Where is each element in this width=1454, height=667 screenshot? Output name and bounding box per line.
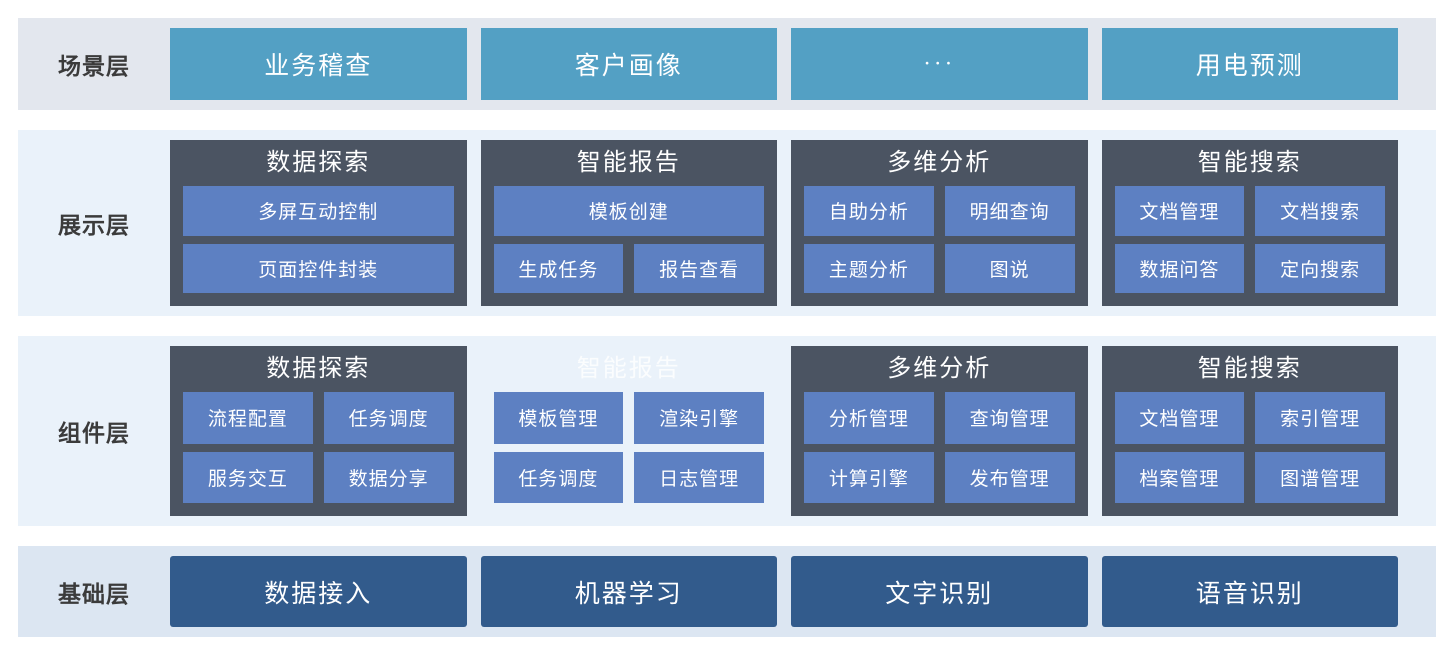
card-title: 数据探索 bbox=[266, 150, 371, 176]
chip-line: 服务交互 数据分享 bbox=[183, 451, 454, 503]
chip-grid: 分析管理 查询管理 计算引擎 发布管理 bbox=[804, 392, 1075, 503]
chip-line: 文档管理 索引管理 bbox=[1114, 392, 1385, 444]
chip-item[interactable]: 模板创建 bbox=[493, 186, 764, 236]
chip-item[interactable]: 多屏互动控制 bbox=[183, 186, 454, 236]
card-title: 智能搜索 bbox=[1197, 150, 1302, 176]
layer-row-component: 组件层 数据探索 流程配置 任务调度 服务交互 数据分享 智能报告 bbox=[18, 336, 1436, 526]
layer-row-scene: 场景层 业务稽查 客户画像 ··· 用电预测 bbox=[18, 18, 1436, 110]
chip-item[interactable]: 文档管理 bbox=[1114, 186, 1245, 236]
component-card-group: 数据探索 流程配置 任务调度 服务交互 数据分享 智能报告 模板管理 bbox=[170, 336, 1436, 526]
chip-grid: 多屏互动控制 页面控件封装 bbox=[183, 186, 454, 293]
chip-item[interactable]: 数据分享 bbox=[323, 451, 454, 503]
component-card-multidim-analysis[interactable]: 多维分析 分析管理 查询管理 计算引擎 发布管理 bbox=[791, 346, 1088, 516]
chip-line: 自助分析 明细查询 bbox=[804, 186, 1075, 236]
base-tile-3[interactable]: 语音识别 bbox=[1101, 556, 1398, 627]
chip-item[interactable]: 渲染引擎 bbox=[634, 392, 764, 444]
chip-grid: 流程配置 任务调度 服务交互 数据分享 bbox=[183, 392, 454, 503]
presentation-card-data-exploration[interactable]: 数据探索 多屏互动控制 页面控件封装 bbox=[170, 140, 467, 306]
chip-line: 计算引擎 发布管理 bbox=[804, 451, 1075, 503]
chip-item[interactable]: 生成任务 bbox=[493, 243, 624, 293]
chip-item[interactable]: 流程配置 bbox=[183, 392, 313, 444]
card-title: 智能搜索 bbox=[1197, 356, 1302, 382]
chip-item[interactable]: 定向搜索 bbox=[1255, 243, 1385, 293]
chip-line: 多屏互动控制 bbox=[183, 186, 454, 236]
chip-line: 生成任务 报告查看 bbox=[493, 243, 764, 293]
chip-item[interactable]: 报告查看 bbox=[634, 243, 764, 293]
presentation-card-smart-report[interactable]: 智能报告 模板创建 生成任务 报告查看 bbox=[480, 140, 777, 306]
presentation-card-multidim-analysis[interactable]: 多维分析 自助分析 明细查询 主题分析 图说 bbox=[791, 140, 1088, 306]
chip-line: 流程配置 任务调度 bbox=[183, 392, 454, 444]
chip-grid: 文档管理 文档搜索 数据问答 定向搜索 bbox=[1114, 186, 1385, 293]
chip-item[interactable]: 任务调度 bbox=[493, 451, 624, 503]
card-title: 数据探索 bbox=[266, 356, 371, 382]
chip-item[interactable]: 文档搜索 bbox=[1255, 186, 1385, 236]
layer-row-base: 基础层 数据接入 机器学习 文字识别 语音识别 bbox=[18, 546, 1436, 637]
chip-item[interactable]: 自助分析 bbox=[804, 186, 934, 236]
chip-item[interactable]: 模板管理 bbox=[493, 392, 624, 444]
chip-line: 档案管理 图谱管理 bbox=[1114, 451, 1385, 503]
chip-line: 页面控件封装 bbox=[183, 243, 454, 293]
card-title: 智能报告 bbox=[576, 356, 681, 382]
base-tile-0[interactable]: 数据接入 bbox=[170, 556, 467, 627]
chip-line: 主题分析 图说 bbox=[804, 243, 1075, 293]
chip-item[interactable]: 图谱管理 bbox=[1255, 451, 1385, 503]
chip-item[interactable]: 页面控件封装 bbox=[183, 243, 454, 293]
scene-tile-3[interactable]: 用电预测 bbox=[1101, 28, 1398, 100]
presentation-card-group: 数据探索 多屏互动控制 页面控件封装 智能报告 模板创建 bbox=[170, 130, 1436, 316]
chip-item[interactable]: 主题分析 bbox=[804, 243, 934, 293]
layer-label-component: 组件层 bbox=[58, 420, 130, 446]
scene-tile-1[interactable]: 客户画像 bbox=[480, 28, 777, 100]
chip-item[interactable]: 索引管理 bbox=[1255, 392, 1385, 444]
component-card-data-exploration[interactable]: 数据探索 流程配置 任务调度 服务交互 数据分享 bbox=[170, 346, 467, 516]
scene-tile-more[interactable]: ··· bbox=[791, 28, 1088, 100]
component-card-smart-report[interactable]: 智能报告 模板管理 渲染引擎 任务调度 日志管理 bbox=[481, 346, 778, 516]
chip-item[interactable]: 档案管理 bbox=[1114, 451, 1245, 503]
layer-label-scene: 场景层 bbox=[58, 53, 130, 79]
chip-item[interactable]: 查询管理 bbox=[944, 392, 1075, 444]
chip-grid: 文档管理 索引管理 档案管理 图谱管理 bbox=[1114, 392, 1385, 503]
chip-line: 任务调度 日志管理 bbox=[493, 451, 764, 503]
card-title: 多维分析 bbox=[887, 150, 992, 176]
chip-line: 模板管理 渲染引擎 bbox=[493, 392, 764, 444]
chip-item[interactable]: 发布管理 bbox=[944, 451, 1075, 503]
component-card-smart-search[interactable]: 智能搜索 文档管理 索引管理 档案管理 图谱管理 bbox=[1101, 346, 1398, 516]
presentation-card-smart-search[interactable]: 智能搜索 文档管理 文档搜索 数据问答 定向搜索 bbox=[1101, 140, 1398, 306]
chip-line: 文档管理 文档搜索 bbox=[1114, 186, 1385, 236]
chip-line: 模板创建 bbox=[493, 186, 764, 236]
chip-item[interactable]: 文档管理 bbox=[1114, 392, 1245, 444]
chip-item[interactable]: 任务调度 bbox=[323, 392, 454, 444]
base-tile-2[interactable]: 文字识别 bbox=[791, 556, 1088, 627]
chip-item[interactable]: 图说 bbox=[944, 243, 1075, 293]
layer-label-base: 基础层 bbox=[58, 580, 130, 607]
chip-item[interactable]: 明细查询 bbox=[944, 186, 1075, 236]
chip-item[interactable]: 日志管理 bbox=[634, 451, 764, 503]
chip-line: 分析管理 查询管理 bbox=[804, 392, 1075, 444]
card-title: 智能报告 bbox=[576, 150, 681, 176]
layer-label-presentation: 展示层 bbox=[58, 212, 130, 238]
chip-item[interactable]: 分析管理 bbox=[804, 392, 934, 444]
chip-grid: 模板管理 渲染引擎 任务调度 日志管理 bbox=[493, 392, 764, 503]
layer-row-presentation: 展示层 数据探索 多屏互动控制 页面控件封装 智能报告 模板创建 bbox=[18, 130, 1436, 316]
chip-item[interactable]: 服务交互 bbox=[183, 451, 313, 503]
chip-grid: 模板创建 生成任务 报告查看 bbox=[493, 186, 764, 293]
card-title: 多维分析 bbox=[887, 356, 992, 382]
chip-item[interactable]: 计算引擎 bbox=[804, 451, 934, 503]
chip-line: 数据问答 定向搜索 bbox=[1114, 243, 1385, 293]
base-tile-group: 数据接入 机器学习 文字识别 语音识别 bbox=[170, 546, 1436, 637]
chip-grid: 自助分析 明细查询 主题分析 图说 bbox=[804, 186, 1075, 293]
chip-item[interactable]: 数据问答 bbox=[1114, 243, 1245, 293]
base-tile-1[interactable]: 机器学习 bbox=[480, 556, 777, 627]
scene-tile-group: 业务稽查 客户画像 ··· 用电预测 bbox=[170, 18, 1436, 110]
scene-tile-0[interactable]: 业务稽查 bbox=[170, 28, 467, 100]
